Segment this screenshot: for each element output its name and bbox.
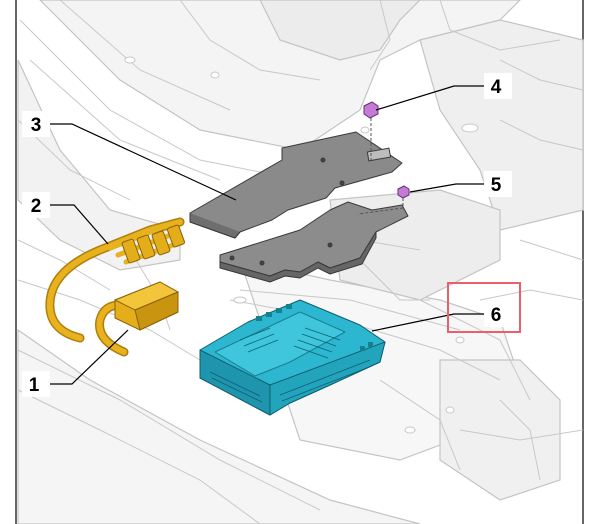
- callout-6-highlight-box: [447, 282, 521, 333]
- callout-3: 3: [31, 115, 42, 136]
- callout-5-background: [484, 171, 512, 197]
- leader-lines: [44, 85, 484, 385]
- callout-5: 5: [491, 175, 502, 196]
- leader-line-6: [371, 313, 484, 332]
- leader-line-1: [44, 329, 129, 385]
- callout-6: 6: [491, 305, 502, 326]
- leader-line-3: [44, 123, 237, 201]
- callout-4: 4: [491, 77, 502, 98]
- control-unit: [199, 299, 386, 416]
- callout-2-background: [22, 192, 50, 218]
- mounting-bracket: [189, 131, 409, 283]
- vehicle-body-lines: [17, 0, 584, 524]
- wiring-harness-connector-b: [45, 217, 185, 343]
- leader-line-4: [375, 85, 484, 111]
- callout-4-background: [484, 73, 512, 99]
- leader-line-5: [409, 183, 484, 193]
- leader-line-2: [44, 204, 109, 245]
- nut-lower: [357, 185, 410, 215]
- callout-labels: 1 2 3 4 5 6: [22, 73, 512, 397]
- callout-6-background: [484, 301, 512, 327]
- callout-2: 2: [31, 196, 42, 217]
- callout-1-background: [22, 371, 50, 397]
- nut-upper: [363, 101, 379, 160]
- callout-1: 1: [29, 375, 40, 396]
- wiring-harness-connector-a: [95, 281, 180, 357]
- callout-3-background: [22, 111, 50, 137]
- vehicle-body-holes: [124, 56, 479, 434]
